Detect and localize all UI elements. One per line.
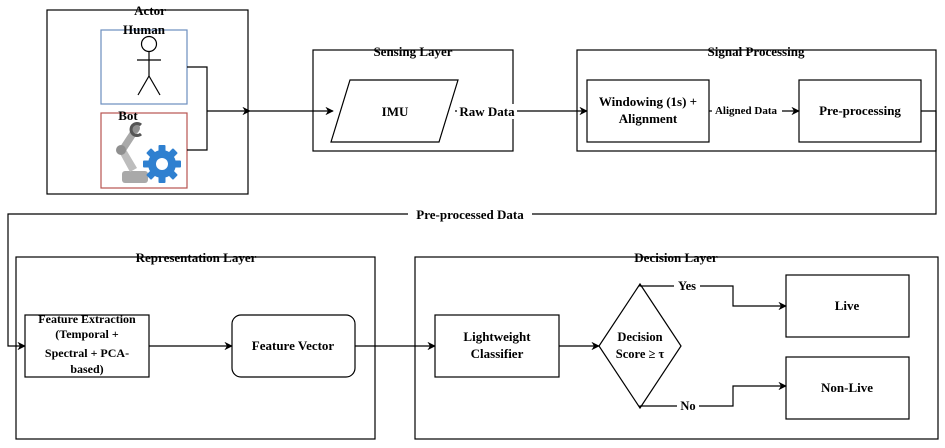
preprocessing-label: Pre-processing <box>819 103 901 118</box>
decision-layer-container <box>414 256 939 440</box>
feature-extraction-node <box>24 314 150 378</box>
live-node <box>785 274 910 338</box>
raw-data-label: Raw Data <box>459 104 515 119</box>
decision-node <box>598 282 682 410</box>
actor-container <box>46 9 249 195</box>
windowing-label-line2: Alignment <box>619 111 678 126</box>
gear-icon <box>143 145 181 183</box>
actor-group: Actor Human Bot <box>46 3 249 195</box>
representation-layer-title: Representation Layer <box>136 250 257 265</box>
classifier-node <box>434 314 560 378</box>
actor-connectors <box>187 66 334 151</box>
sensing-layer-title: Sensing Layer <box>373 44 452 59</box>
feature-extraction-line4: based) <box>70 362 103 376</box>
raw-data-edge: Raw Data <box>455 104 588 119</box>
decision-label-line2: Score ≥ τ <box>616 347 665 361</box>
human-label: Human <box>123 22 166 37</box>
classifier-label-line2: Classifier <box>471 346 524 361</box>
live-label: Live <box>835 298 860 313</box>
decision-label-line1: Decision <box>617 330 662 344</box>
classifier-label-line1: Lightweight <box>463 329 531 344</box>
feature-extraction-line1: Feature Extraction <box>38 312 136 326</box>
signal-processing-container <box>576 49 937 152</box>
signal-processing-title: Signal Processing <box>708 44 805 59</box>
representation-layer: Representation Layer Feature Extraction … <box>15 250 376 440</box>
imu-node <box>330 79 459 143</box>
nonlive-node <box>785 356 910 420</box>
decision-layer: Decision Layer Lightweight Classifier De… <box>414 250 939 440</box>
aligned-data-edge: Aligned Data <box>709 104 800 117</box>
sensing-layer-container <box>312 49 514 152</box>
robot-arm-icon <box>116 122 148 183</box>
yes-edge: Yes <box>639 279 787 311</box>
imu-label: IMU <box>382 104 409 119</box>
nonlive-label: Non-Live <box>821 380 873 395</box>
feature-extraction-line2: (Temporal + <box>55 327 119 341</box>
feature-vector-label: Feature Vector <box>252 338 335 353</box>
feature-extraction-line3: Spectral + PCA- <box>45 346 129 360</box>
preprocessing-node <box>798 79 922 143</box>
yes-label: Yes <box>678 279 696 293</box>
preprocessed-data-edge: Pre-processed Data <box>7 110 937 351</box>
stick-figure-icon <box>137 35 161 96</box>
windowing-node <box>586 79 710 143</box>
signal-processing-layer: Signal Processing Windowing (1s) + Align… <box>576 44 937 152</box>
aligned-data-label: Aligned Data <box>715 105 778 117</box>
representation-layer-container <box>15 256 376 440</box>
no-edge: No <box>639 381 787 413</box>
no-label: No <box>680 399 695 413</box>
decision-layer-title: Decision Layer <box>634 250 718 265</box>
actor-title: Actor <box>134 3 166 18</box>
windowing-label-line1: Windowing (1s) + <box>599 94 697 109</box>
preprocessed-data-label: Pre-processed Data <box>416 207 524 222</box>
sensing-layer: Sensing Layer IMU <box>312 44 514 152</box>
bot-label: Bot <box>118 108 138 123</box>
